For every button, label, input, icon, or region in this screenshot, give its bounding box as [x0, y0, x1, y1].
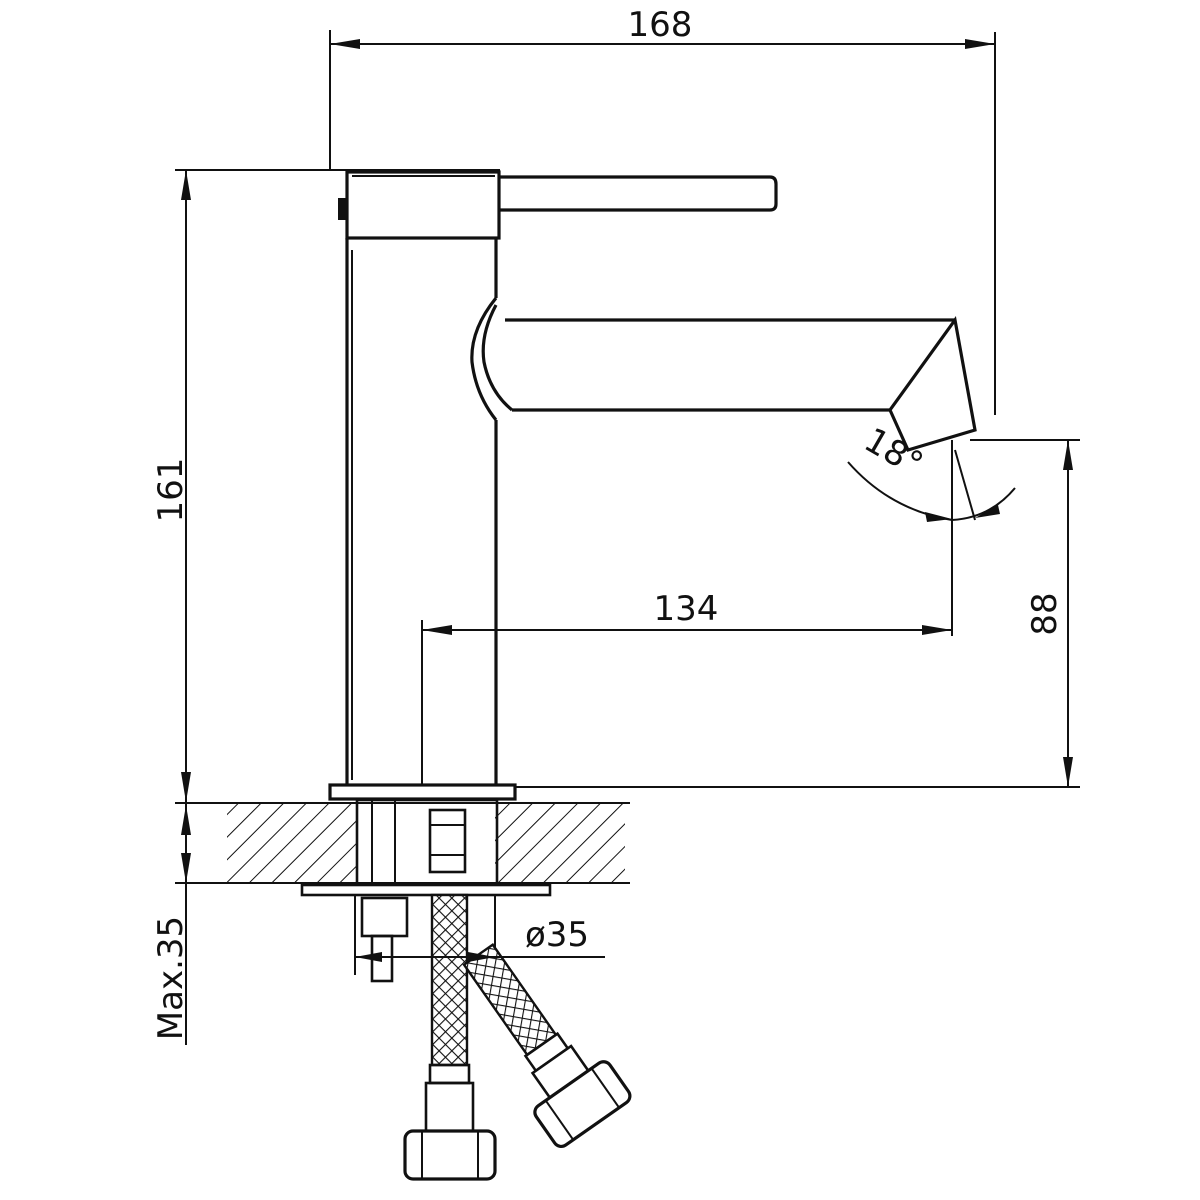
overall-width-label: 168 — [628, 5, 693, 45]
mounting-hole-label: ø35 — [525, 915, 589, 955]
dim-overall-width: 168 — [329, 5, 996, 415]
hose-ferrule — [428, 1063, 471, 1085]
dim-overall-height: 161 — [151, 169, 500, 805]
arrowhead-right — [965, 39, 995, 49]
faucet-body — [328, 170, 977, 801]
dim-spout-reach: 134 — [421, 589, 952, 785]
arrowhead-top — [181, 170, 191, 200]
spout-height-label: 88 — [1025, 592, 1065, 635]
fixing-washer — [300, 883, 552, 897]
arrowhead-bottom — [181, 772, 191, 802]
hose-fitting — [428, 808, 467, 874]
spout-tip-edge — [889, 319, 956, 411]
braided-hose-angled — [462, 943, 632, 1149]
handle-lever — [499, 175, 778, 212]
arrowhead-top — [181, 805, 191, 835]
mounting-hardware — [300, 798, 632, 1181]
dim-spout-angle: 18° — [847, 420, 1016, 636]
arrowhead-right — [468, 952, 495, 962]
arrowhead-left — [422, 625, 452, 635]
spout-angle-label: 18° — [857, 420, 929, 485]
handle-cap — [345, 170, 501, 240]
dim-mounting-hole: ø35 — [355, 915, 605, 962]
deck-hatch-right — [495, 803, 625, 883]
arrowhead-arc-right — [975, 505, 1000, 518]
spout-tip — [888, 316, 977, 452]
dim-max-deck-thickness: Max.35 — [151, 805, 191, 1045]
spout-bend-outer — [470, 296, 498, 421]
arrowhead-arc-left — [925, 512, 952, 522]
outlet-angle-line — [954, 449, 976, 521]
arrowhead-top — [1063, 440, 1073, 470]
base-flange — [328, 783, 517, 801]
arrowhead-bottom — [181, 853, 191, 883]
spout-bend-inner — [481, 304, 514, 412]
spout-reach-label: 134 — [654, 589, 719, 629]
hose-nut-straight — [403, 1129, 497, 1181]
countertop-section — [175, 802, 630, 884]
dim-spout-height: 88 — [515, 439, 1080, 788]
mounting-shank — [355, 798, 499, 886]
arrowhead-right — [922, 625, 952, 635]
side-button — [338, 198, 347, 220]
hose-collar — [424, 1081, 475, 1133]
fixing-nut — [360, 896, 409, 938]
deck-hatch-left — [227, 803, 357, 883]
overall-height-label: 161 — [151, 458, 191, 523]
braided-hose-straight — [430, 893, 469, 1067]
arrowhead-left — [355, 952, 382, 962]
max-deck-thickness-label: Max.35 — [151, 916, 191, 1040]
arrowhead-left — [330, 39, 360, 49]
arrowhead-bottom — [1063, 757, 1073, 787]
